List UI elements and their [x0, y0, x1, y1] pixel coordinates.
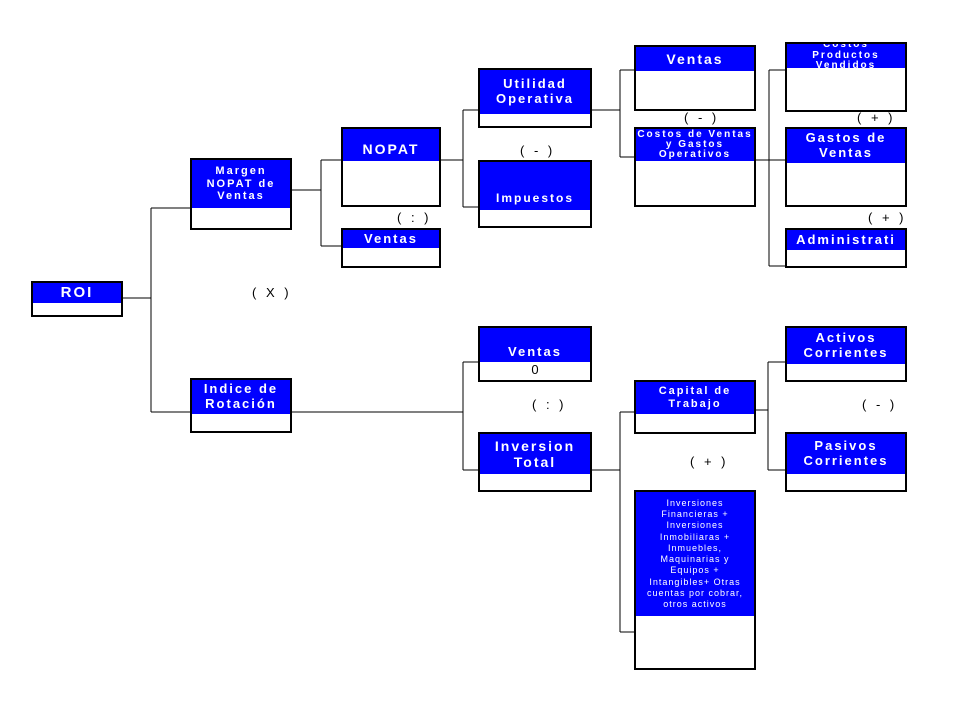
connector-capital — [756, 361, 785, 471]
operator-plus-capital: ( + ) — [690, 454, 729, 469]
box-utilidad-operativa-header: Utilidad Operativa — [480, 70, 590, 114]
box-ventas-low-value: 0 — [531, 362, 539, 377]
connector-margen — [292, 159, 341, 247]
box-inversiones-header: Inversiones Financieras + Inversiones In… — [636, 492, 754, 616]
box-nopat: NOPAT — [341, 127, 441, 207]
box-indice-rotacion: Indice de Rotación — [190, 378, 292, 433]
box-activos-corrientes: Activos Corrientes — [785, 326, 907, 382]
operator-minus-utilidad: ( - ) — [520, 143, 556, 158]
box-indice-rotacion-header: Indice de Rotación — [192, 380, 290, 414]
connector-roi — [123, 207, 190, 413]
box-costos-ventas: Costos de Ventas y Gastos Operativos — [634, 127, 756, 207]
box-impuestos-header: Impuestos — [480, 162, 590, 210]
box-ventas-low-header: Ventas — [480, 328, 590, 362]
operator-divide-nopat: ( : ) — [397, 210, 432, 225]
box-utilidad-operativa: Utilidad Operativa — [478, 68, 592, 128]
box-ventas-low: Ventas 0 — [478, 326, 592, 382]
box-activos-corrientes-header: Activos Corrientes — [787, 328, 905, 364]
box-capital-trabajo-header: Capital de Trabajo — [636, 382, 754, 414]
box-inversiones: Inversiones Financieras + Inversiones In… — [634, 490, 756, 670]
box-gastos-ventas: Gastos de Ventas — [785, 127, 907, 207]
connector-inversion — [590, 411, 634, 633]
box-gastos-ventas-header: Gastos de Ventas — [787, 129, 905, 163]
box-margen-nopat-header: Margen NOPAT de Ventas — [192, 160, 290, 208]
box-costos-productos: Costos Productos Vendidos — [785, 42, 907, 112]
box-roi: ROI — [31, 281, 123, 317]
box-administrati-header: Administrati — [787, 230, 905, 250]
operator-divide-inversion: ( : ) — [532, 397, 567, 412]
box-roi-header: ROI — [33, 283, 121, 303]
box-inversion-total: Inversion Total — [478, 432, 592, 492]
connector-utilidad — [592, 69, 634, 158]
operator-plus-gastos: ( + ) — [857, 110, 896, 125]
box-nopat-header: NOPAT — [343, 129, 439, 161]
box-margen-nopat: Margen NOPAT de Ventas — [190, 158, 292, 230]
connector-indice — [292, 361, 478, 471]
box-impuestos: Impuestos — [478, 160, 592, 228]
operator-minus-costos: ( - ) — [684, 110, 720, 125]
connector-nopat — [441, 109, 478, 208]
operator-times: ( X ) — [252, 285, 292, 300]
box-pasivos-corrientes: Pasivos Corrientes — [785, 432, 907, 492]
box-ventas-top: Ventas — [634, 45, 756, 111]
box-ventas-nopat-header: Ventas — [343, 230, 439, 248]
box-ventas-nopat: Ventas — [341, 228, 441, 268]
box-pasivos-corrientes-header: Pasivos Corrientes — [787, 434, 905, 474]
operator-plus-admin: ( + ) — [868, 210, 907, 225]
box-costos-ventas-header: Costos de Ventas y Gastos Operativos — [636, 129, 754, 161]
box-capital-trabajo: Capital de Trabajo — [634, 380, 756, 434]
box-costos-productos-header: Costos Productos Vendidos — [787, 44, 905, 68]
box-ventas-top-header: Ventas — [636, 47, 754, 71]
box-inversion-total-header: Inversion Total — [480, 434, 590, 474]
operator-minus-pasivos: ( - ) — [862, 397, 898, 412]
connector-costos — [756, 69, 785, 267]
box-administrati: Administrati — [785, 228, 907, 268]
